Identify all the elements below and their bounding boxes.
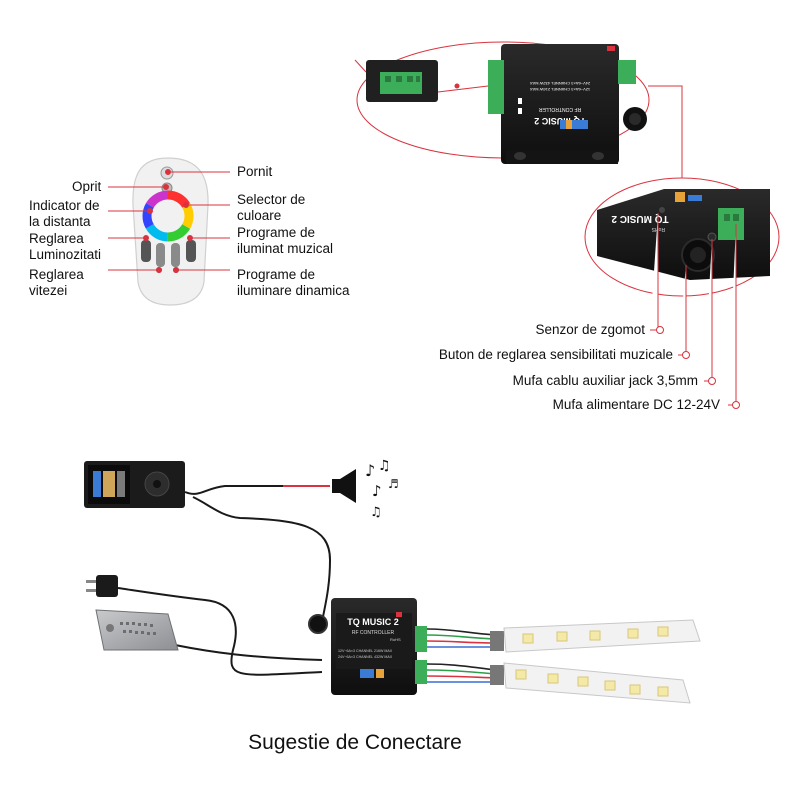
device-subtitle-main: RF CONTROLLER — [352, 630, 395, 636]
speaker-icon — [332, 469, 356, 503]
label-distance-indicator: Indicator de la distanta — [29, 198, 100, 229]
color-wheel-icon[interactable] — [142, 190, 194, 242]
device-spec-top-2: 24V~6A×3 CHANNEL 432W MAX — [530, 81, 591, 86]
controller-leaders — [650, 213, 740, 409]
label-power-off: Oprit — [72, 179, 102, 194]
label-brightness: Reglarea Luminozitati — [29, 231, 102, 262]
led-strip-1 — [490, 619, 701, 653]
label-power-on: Pornit — [237, 164, 273, 179]
label-noise-sensor: Senzor de zgomot — [535, 322, 645, 337]
diagram-caption: Sugestie de Conectare — [248, 731, 462, 754]
device-subtitle-top: RF CONTROLLER — [539, 106, 582, 112]
controller-main: TQ MUSIC 2 RF CONTROLLER RoHS 12V~6A×3 C… — [308, 598, 427, 695]
svg-text:♫: ♫ — [370, 505, 382, 520]
device-model-main: TQ MUSIC 2 — [347, 617, 399, 627]
rf-remote — [132, 157, 209, 306]
cables — [117, 485, 332, 676]
label-speed: Reglarea vitezei — [29, 267, 84, 298]
sensitivity-knob-main-icon — [308, 614, 328, 634]
svg-text:♫: ♫ — [378, 458, 391, 474]
music-notes-icon: ♪ ♫ ♪ ♬ ♫ — [365, 458, 399, 520]
terminal-inset — [366, 60, 438, 102]
svg-text:♪: ♪ — [372, 482, 382, 500]
controller-top: TQ MUSIC 2 RF CONTROLLER 12V~6A×3 CHANNE… — [356, 41, 650, 164]
device-rohs-main: RoHS — [390, 637, 401, 642]
label-dc-jack: Mufa alimentare DC 12-24V — [552, 397, 720, 412]
device-spec-main-1: 12V~6A×3 CHANNEL 216W MAX — [338, 649, 393, 653]
led-strip-2 — [490, 662, 691, 704]
brightness-button[interactable] — [141, 240, 151, 262]
label-music-programs: Programe de iluminat muzical — [237, 225, 334, 256]
music-button[interactable] — [171, 243, 180, 267]
label-dynamic-programs: Programe de iluminare dinamica — [237, 267, 350, 298]
mode-button[interactable] — [156, 243, 165, 267]
svg-text:♬: ♬ — [388, 477, 399, 491]
zoom-connector — [354, 59, 683, 178]
device-spec-main-2: 24V~6A×3 CHANNEL 432W MAX — [338, 655, 393, 659]
music-program-button[interactable] — [186, 240, 196, 262]
controller-zoom: TQ MUSIC 2 RoHS — [584, 177, 780, 297]
mp3-player-icon — [84, 461, 185, 508]
label-color-selector: Selector de culoare — [237, 192, 306, 223]
svg-text:♪: ♪ — [365, 461, 375, 480]
noise-sensor-icon — [659, 207, 665, 213]
label-aux-jack: Mufa cablu auxiliar jack 3,5mm — [512, 373, 698, 388]
power-supply-icon — [95, 609, 179, 651]
label-sensitivity-knob: Buton de reglarea sensibilitati muzicale — [438, 347, 673, 362]
remote-leaders — [108, 169, 230, 273]
zoom-marker-top — [454, 83, 460, 89]
rgb-wires — [426, 628, 497, 683]
power-plug-icon — [86, 575, 118, 597]
device-model-zoom: TQ MUSIC 2 — [611, 213, 669, 224]
device-spec-top-1: 12V~6A×3 CHANNEL 216W MAX — [530, 87, 591, 92]
